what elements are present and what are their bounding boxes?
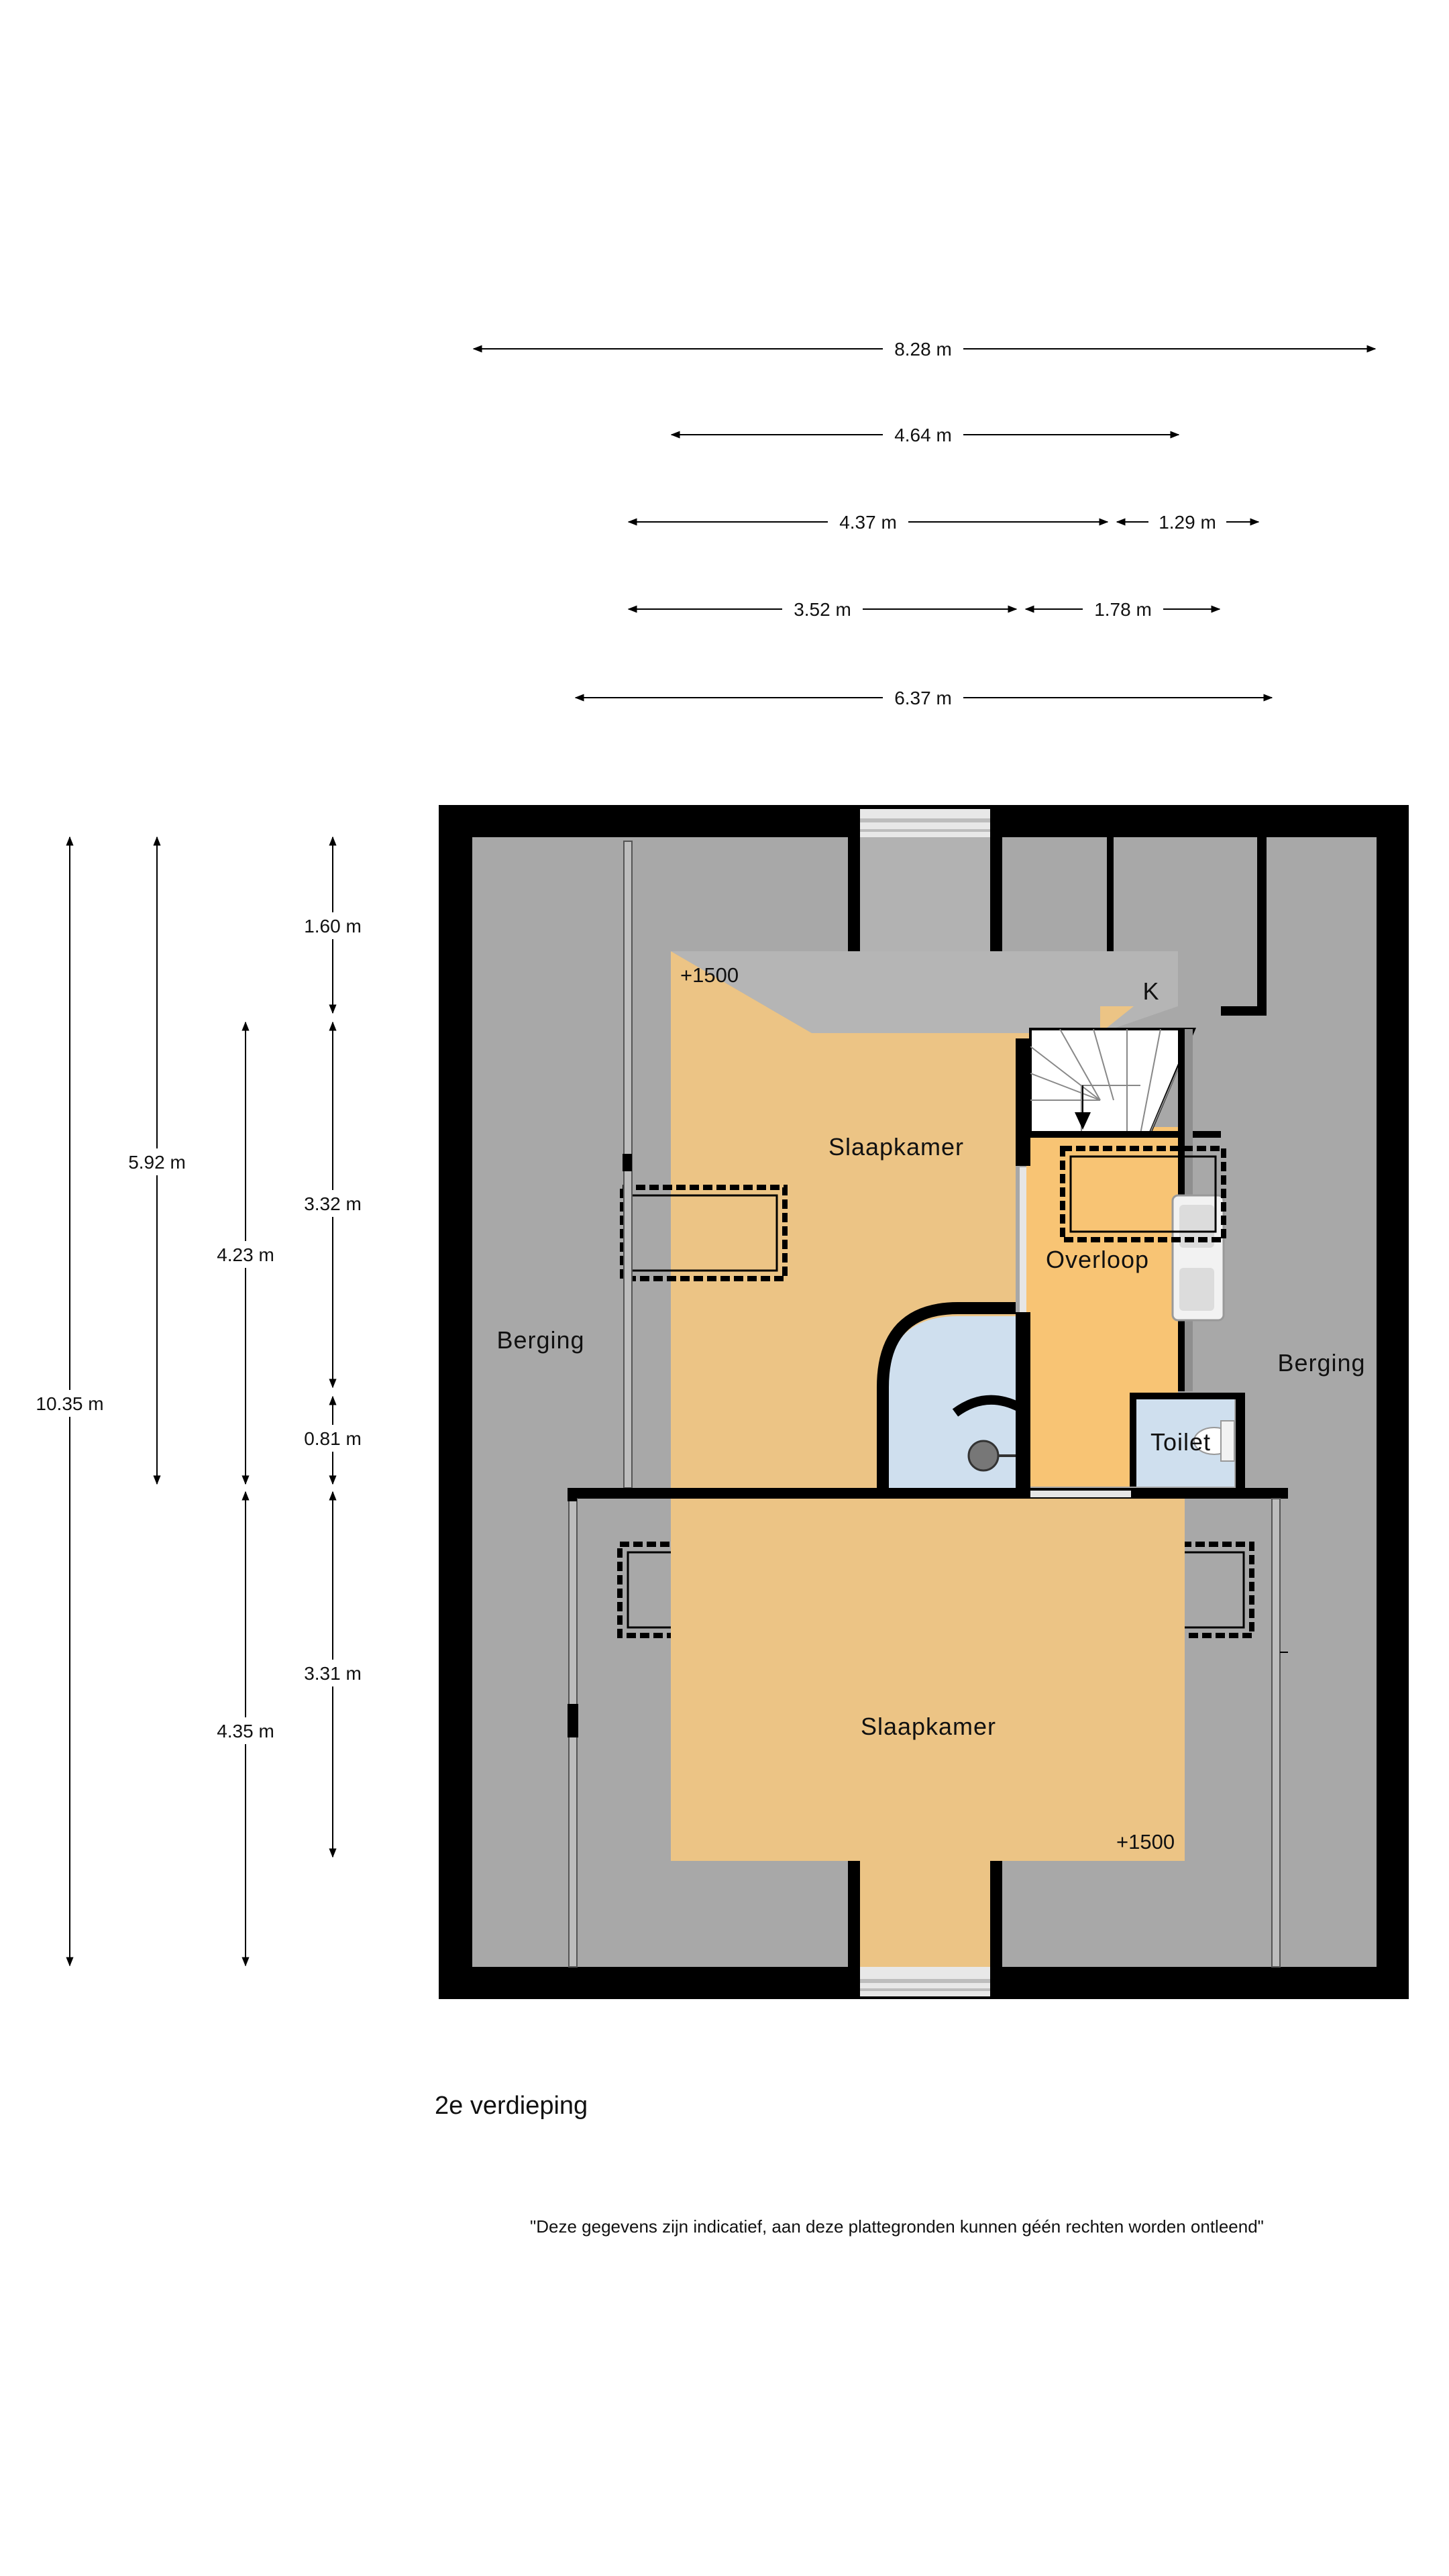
dim-left-3-31: 3.31 m: [304, 1663, 362, 1684]
label-berging-right: Berging: [1277, 1349, 1365, 1377]
room-slaapkamer-bottom: [671, 1499, 1185, 1861]
dim-left-4-35: 4.35 m: [217, 1721, 274, 1741]
dim-left-0-81: 0.81 m: [304, 1428, 362, 1449]
dim-left-4-23: 4.23 m: [217, 1244, 274, 1265]
label-toilet: Toilet: [1150, 1428, 1211, 1456]
dim-top-1-29: 1.29 m: [1159, 512, 1216, 533]
room-labels: Slaapkamer Slaapkamer Overloop Berging B…: [496, 963, 1365, 1854]
dim-top-6-37: 6.37 m: [894, 688, 952, 708]
label-slaapkamer-top: Slaapkamer: [828, 1133, 964, 1161]
dim-left-1-60: 1.60 m: [304, 916, 362, 936]
top-dimensions: 8.28 m 4.64 m 4.37 m 1.29 m 3.52 m 1.78 …: [472, 335, 1377, 711]
left-dimensions: 10.35 m 5.92 m 4.23 m 4.35 m 1.60 m 3.32…: [31, 836, 372, 1967]
dim-left-5-92: 5.92 m: [128, 1152, 186, 1173]
dim-left-3-32: 3.32 m: [304, 1193, 362, 1214]
label-height-bottom: +1500: [1116, 1830, 1175, 1854]
label-kast: K: [1142, 977, 1159, 1005]
label-slaapkamer-bottom: Slaapkamer: [861, 1713, 996, 1740]
dim-top-4-64: 4.64 m: [894, 425, 952, 445]
dim-top-4-37: 4.37 m: [839, 512, 897, 533]
label-height-top: +1500: [680, 963, 739, 987]
dim-left-10-35: 10.35 m: [36, 1393, 103, 1414]
label-overloop: Overloop: [1046, 1246, 1149, 1273]
label-berging-left: Berging: [496, 1326, 584, 1354]
dim-top-8-28: 8.28 m: [894, 339, 952, 360]
disclaimer: "Deze gegevens zijn indicatief, aan deze…: [530, 2216, 1264, 2237]
dim-top-1-78: 1.78 m: [1094, 599, 1152, 620]
floor-plan-drawing: [439, 805, 1409, 1999]
floor-label: 2e verdieping: [435, 2092, 588, 2120]
dim-top-3-52: 3.52 m: [794, 599, 851, 620]
room-toilet: [1134, 1397, 1178, 1487]
